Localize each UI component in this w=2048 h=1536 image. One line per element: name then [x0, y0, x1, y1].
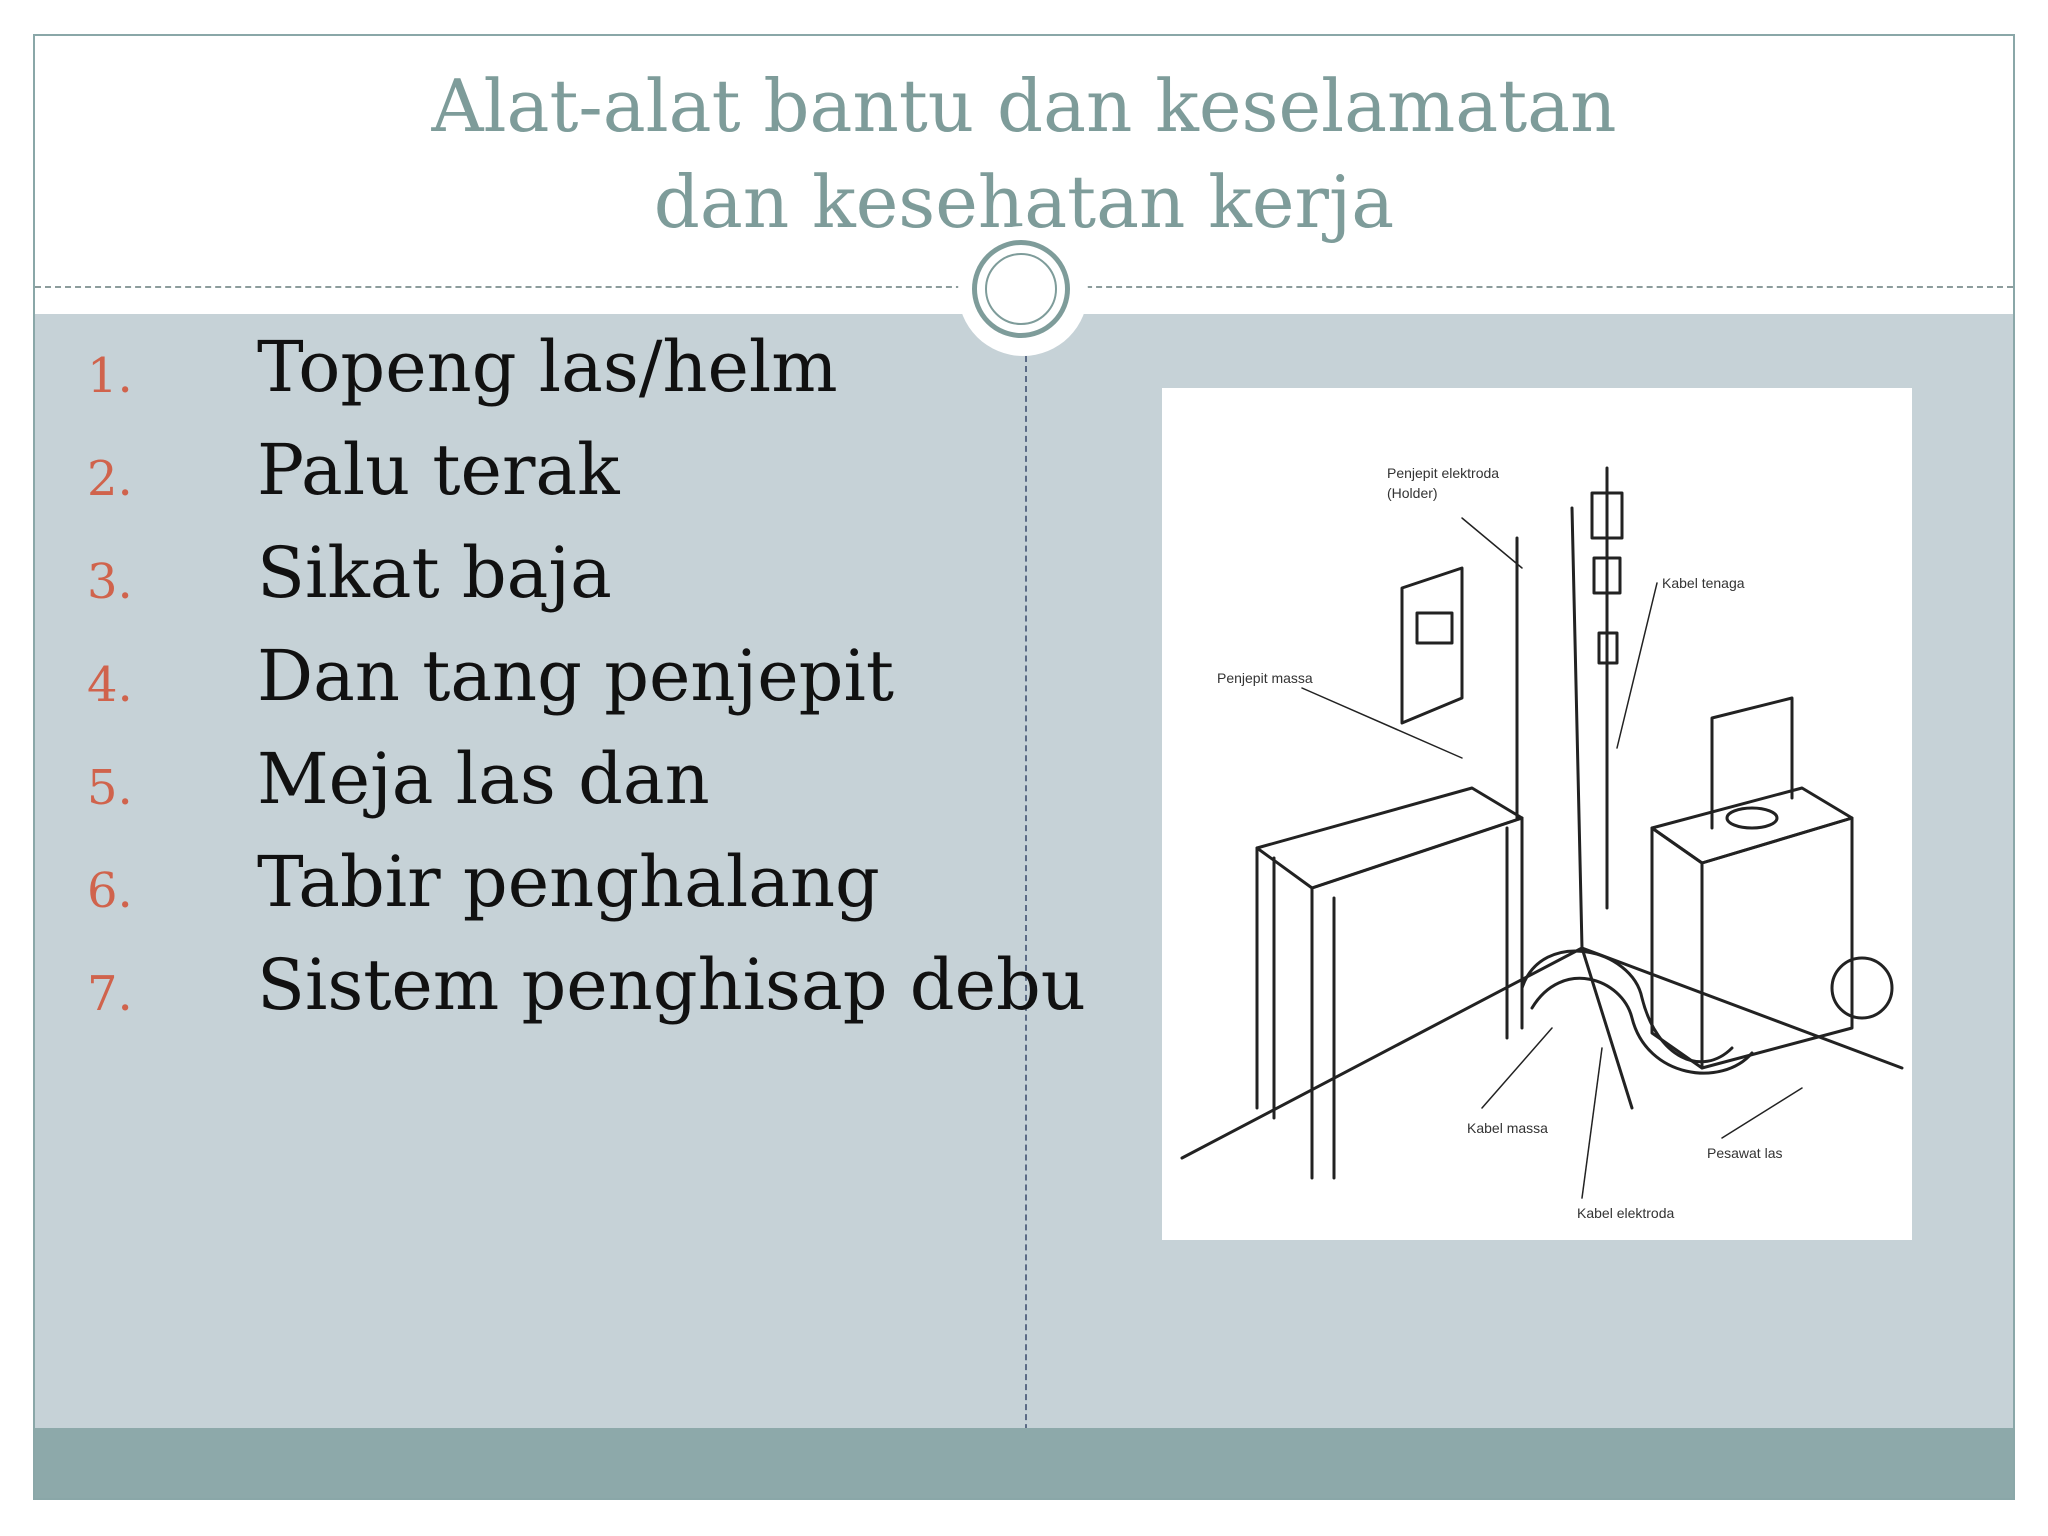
machine-front [1700, 816, 1854, 1070]
list-label: Sikat baja [257, 532, 612, 614]
leader-power [1616, 582, 1658, 749]
table-top [1255, 786, 1524, 890]
list-label: Sistem penghisap debu [257, 944, 1086, 1026]
footer-bar [35, 1428, 2013, 1498]
list-number: 2. [87, 451, 133, 507]
machine-wheel [1830, 956, 1894, 1020]
floor-cable [1530, 977, 1754, 1075]
power-plug-mid [1592, 556, 1622, 595]
list-label: Topeng las/helm [257, 326, 838, 408]
wall-corner-line [1570, 506, 1584, 950]
machine-handle [1710, 696, 1794, 830]
wall-panel [1400, 566, 1464, 725]
power-plug-top [1590, 491, 1624, 540]
floor-cable [1520, 949, 1734, 1064]
floor-line-front [1580, 946, 1634, 1110]
panel-meter [1415, 611, 1454, 645]
machine-side [1650, 826, 1704, 1070]
floor-line-right [1580, 946, 1904, 1070]
list-label: Dan tang penjepit [257, 635, 894, 717]
list-number: 7. [87, 966, 133, 1022]
list-number: 4. [87, 657, 133, 713]
list-label: Palu terak [257, 429, 620, 511]
power-plug-low [1597, 631, 1619, 665]
circle-inner-ring [985, 253, 1057, 325]
floor-line-left [1180, 946, 1584, 1160]
column-divider [1025, 356, 1027, 1470]
leader-welder [1721, 1087, 1803, 1139]
label-power-cable: Kabel tenaga [1662, 575, 1745, 591]
label-electrode-cable: Kabel elektroda [1577, 1205, 1675, 1221]
list-label: Tabir penghalang [257, 841, 880, 923]
circle-ornament-icon [972, 240, 1070, 338]
list-number: 3. [87, 554, 133, 610]
list-number: 1. [87, 348, 133, 404]
list-number: 6. [87, 863, 133, 919]
label-ground-clamp: Penjepit massa [1217, 670, 1313, 686]
leader-holder [1461, 517, 1523, 569]
list-number: 5. [87, 760, 133, 816]
leader-ground-cable [1481, 1027, 1553, 1109]
label-holder-line2: (Holder) [1387, 485, 1438, 501]
leader-electrode-cable [1581, 1047, 1603, 1199]
slide-title: Alat-alat bantu dan keselamatan dan kese… [35, 58, 2013, 250]
table-edge [1310, 816, 1524, 890]
list-label: Meja las dan [257, 738, 710, 820]
label-holder-line1: Penjepit elektroda [1387, 465, 1499, 481]
title-line-1: Alat-alat bantu dan keselamatan [431, 64, 1617, 148]
label-welder: Pesawat las [1707, 1145, 1782, 1161]
machine-knob [1725, 806, 1779, 830]
welding-setup-figure: Penjepit elektroda (Holder) Kabel tenaga… [1162, 388, 1912, 1240]
label-ground-cable: Kabel massa [1467, 1120, 1548, 1136]
slide: Alat-alat bantu dan keselamatan dan kese… [33, 34, 2015, 1500]
leader-ground-clamp [1301, 687, 1463, 759]
welding-setup-illustration: Penjepit elektroda (Holder) Kabel tenaga… [1180, 465, 1904, 1221]
